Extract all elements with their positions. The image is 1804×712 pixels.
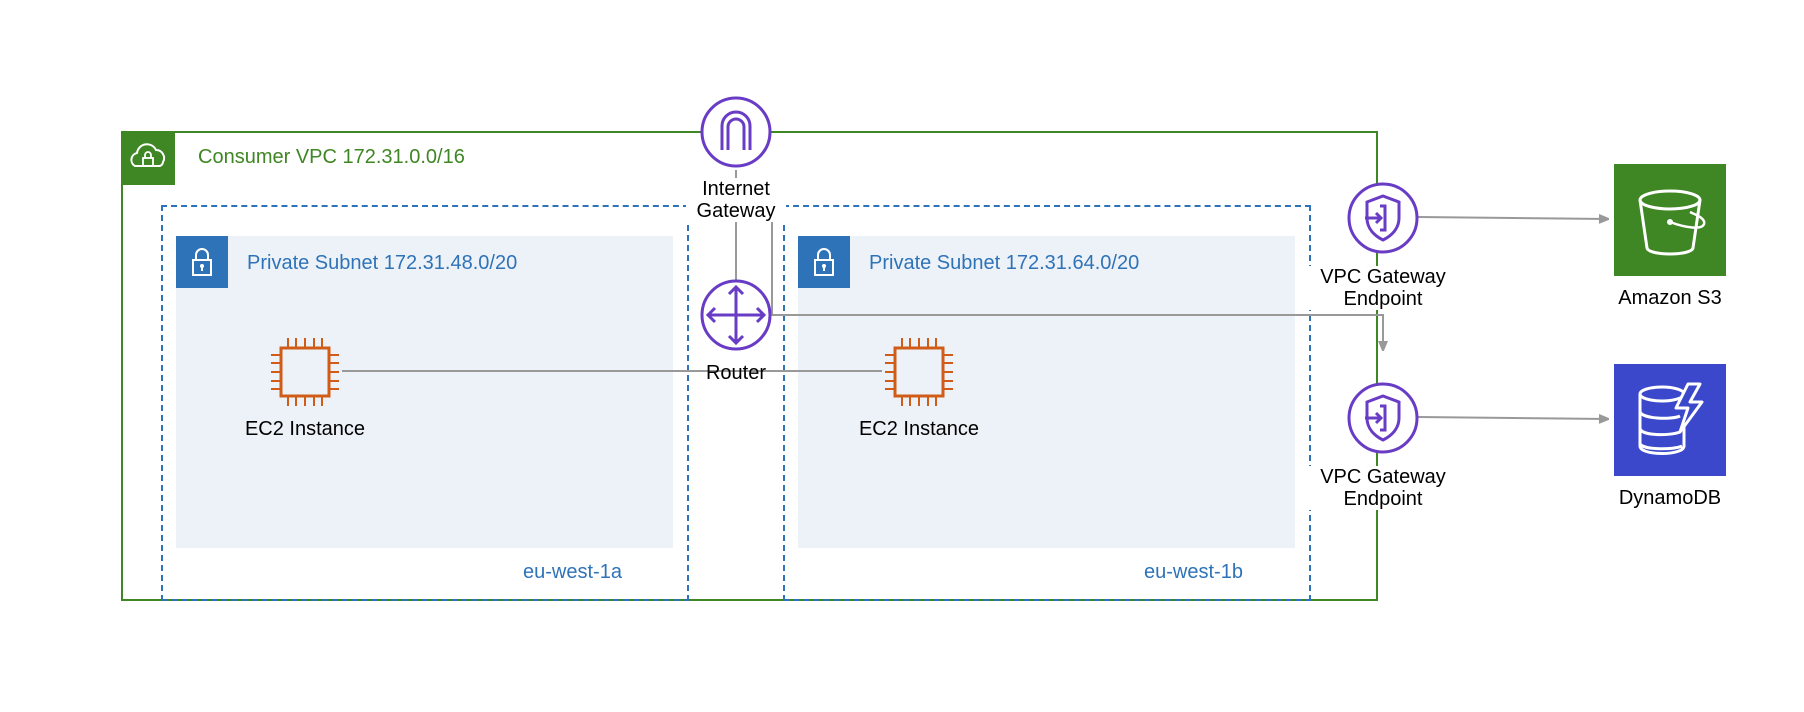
s3-bucket-icon (1638, 189, 1706, 256)
s3-service-tile (1614, 164, 1726, 276)
ec2-instance-a-label: EC2 Instance (244, 418, 366, 440)
padlock-icon (814, 248, 834, 276)
private-subnet-a (176, 236, 673, 548)
cloud-lock-icon (130, 143, 166, 167)
padlock-icon (192, 248, 212, 276)
vpc-endpoint-shield-icon (1347, 382, 1419, 454)
router-label: Router (705, 362, 767, 384)
az-b-label: eu-west-1b (1144, 561, 1243, 583)
ec2-instance-b-label: EC2 Instance (858, 418, 980, 440)
subnet-b-label: Private Subnet 172.31.64.0/20 (869, 252, 1140, 274)
vpc-icon-badge (121, 131, 175, 185)
availability-zone-b (783, 205, 1311, 601)
subnet-a-icon-badge (176, 236, 228, 288)
subnet-b-icon-badge (798, 236, 850, 288)
vpc-endpoint-2-label: VPC Gateway Endpoint (1308, 466, 1458, 510)
subnet-a-label: Private Subnet 172.31.48.0/20 (247, 252, 518, 274)
ec2-chip-icon (271, 338, 339, 406)
private-subnet-b (798, 236, 1295, 548)
s3-label: Amazon S3 (1618, 287, 1722, 309)
router-icon (700, 279, 772, 351)
endpoint-to-s3-arrow (1417, 217, 1608, 219)
dynamodb-service-tile (1614, 364, 1726, 476)
availability-zone-a (161, 205, 689, 601)
ec2-chip-icon (885, 338, 953, 406)
dynamodb-label: DynamoDB (1618, 487, 1722, 509)
router-to-endpoint-route (771, 220, 1383, 350)
internet-gateway-icon (700, 96, 772, 168)
endpoint-to-dynamodb-arrow (1417, 417, 1608, 419)
dynamodb-icon (1638, 382, 1704, 455)
vpc-label: Consumer VPC 172.31.0.0/16 (198, 146, 465, 168)
vpc-endpoint-shield-icon (1347, 182, 1419, 254)
az-a-label: eu-west-1a (523, 561, 622, 583)
internet-gateway-label: Internet Gateway (686, 178, 786, 222)
vpc-endpoint-1-label: VPC Gateway Endpoint (1308, 266, 1458, 310)
